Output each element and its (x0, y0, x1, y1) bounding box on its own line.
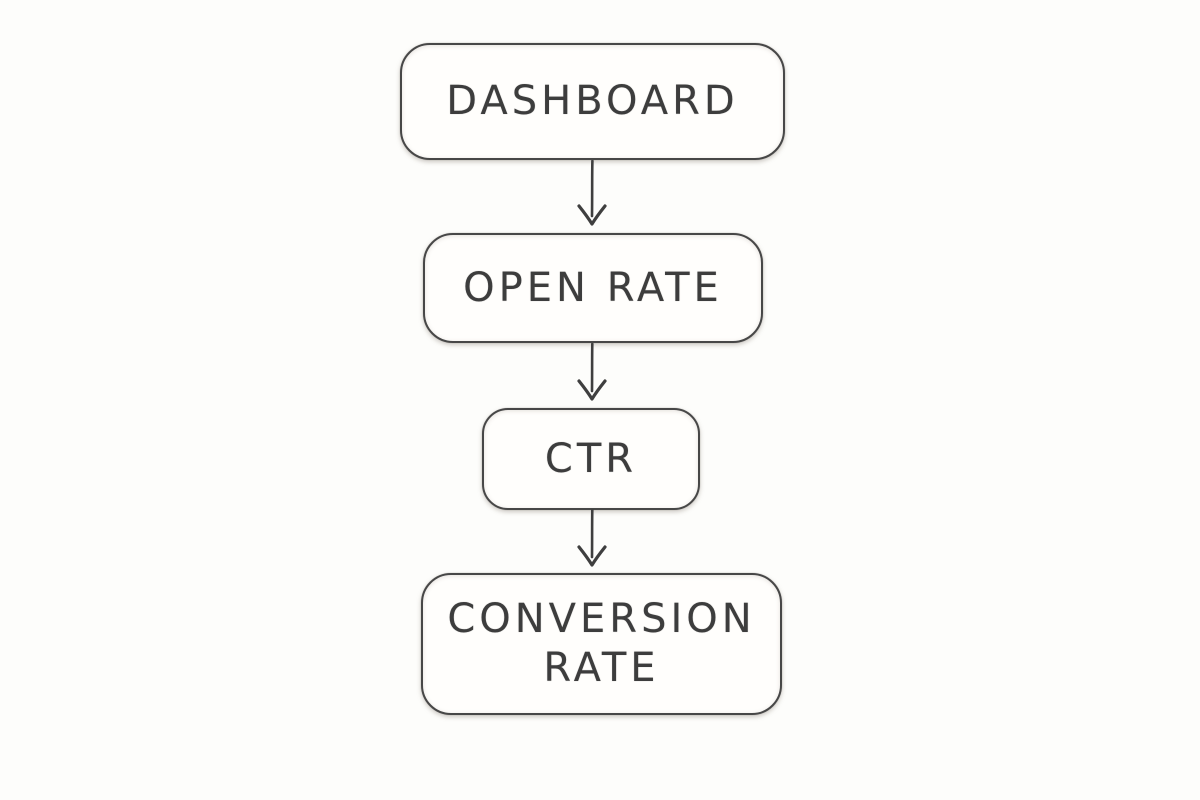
connector-ctr-to-conversion-rate (570, 509, 614, 571)
arrow-down-icon (577, 343, 607, 401)
node-open-rate: OPEN RATE (423, 233, 763, 343)
connector-dashboard-to-open-rate (570, 160, 614, 230)
node-open-rate-label: OPEN RATE (463, 264, 723, 311)
node-ctr: CTR (482, 408, 700, 510)
arrow-down-icon (577, 509, 607, 567)
node-dashboard-label: DASHBOARD (446, 78, 739, 125)
arrow-down-icon (577, 160, 607, 226)
connector-open-rate-to-ctr (570, 343, 614, 405)
node-dashboard: DASHBOARD (400, 43, 785, 160)
node-ctr-label: CTR (544, 435, 638, 482)
node-conversion-rate: CONVERSION RATE (421, 573, 782, 715)
node-conversion-rate-label: CONVERSION RATE (447, 596, 756, 691)
